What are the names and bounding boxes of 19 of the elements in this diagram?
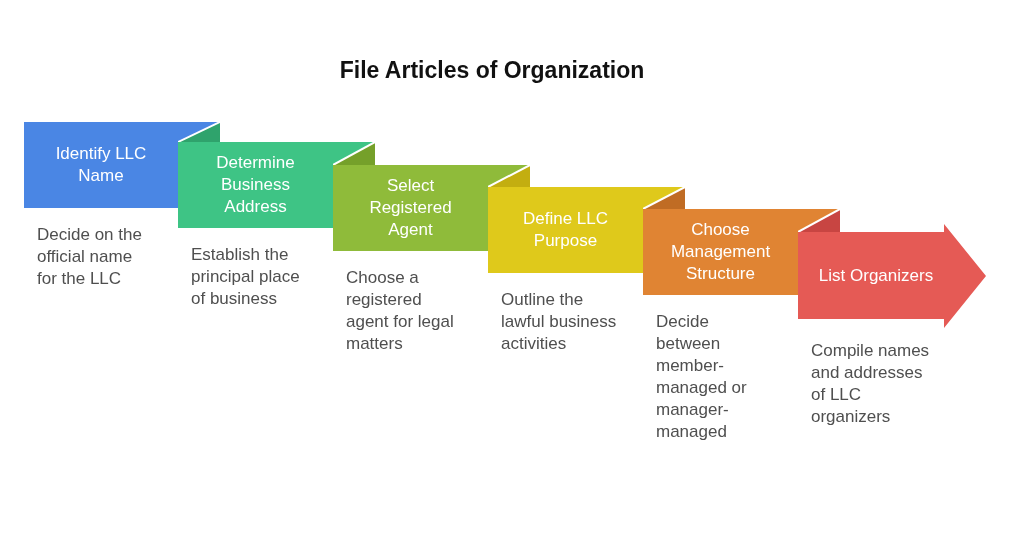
step-description: Compile names and addresses of LLC organizers	[811, 340, 931, 428]
step-title: Define LLC Purpose	[521, 208, 610, 252]
step-title: Determine Business Address	[215, 152, 296, 218]
step-banner	[333, 165, 488, 251]
step-description: Decide between member-managed or manager-managed	[656, 311, 748, 443]
step-banner	[178, 142, 333, 228]
step-description: Outline the lawful business activities	[501, 289, 618, 355]
arrow-step-banner	[798, 224, 986, 328]
step-description: Establish the principal place of business	[191, 244, 301, 310]
step-title: List Organizers	[818, 264, 934, 287]
step-title: Identify LLC Name	[54, 143, 148, 187]
step-title: Select Registered Agent	[368, 175, 453, 241]
step-banner	[643, 209, 798, 295]
step-description: Choose a registered agent for legal matters	[346, 267, 455, 355]
step-banner	[488, 187, 643, 273]
step-description: Decide on the official name for the LLC	[37, 224, 143, 290]
step-title: Choose Management Structure	[669, 219, 772, 285]
diagram-title: File Articles of Organization	[339, 56, 645, 85]
step-banner	[24, 122, 178, 208]
